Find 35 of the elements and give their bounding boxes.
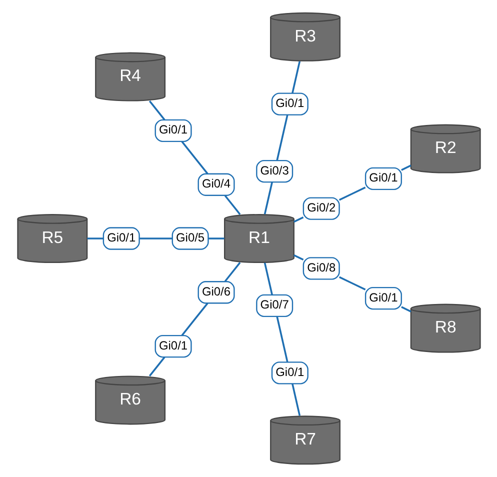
connector [338, 276, 366, 290]
connector [139, 238, 172, 240]
connector [293, 216, 304, 223]
connector [276, 316, 288, 362]
connector [180, 141, 208, 174]
node-box: Gi0/1 [102, 227, 140, 250]
connector [400, 164, 411, 171]
connector [276, 114, 288, 161]
connector [263, 182, 272, 214]
connector [224, 262, 240, 282]
node-box: Gi0/1 [154, 334, 192, 358]
node-box: Gi0/5 [171, 227, 208, 250]
node-box: Gi0/2 [302, 197, 340, 220]
node-box: Gi0/8 [302, 257, 340, 280]
connector [291, 384, 300, 416]
connector [263, 262, 272, 296]
node-box: Gi0/1 [364, 286, 402, 310]
connector [293, 254, 304, 261]
connector [338, 186, 366, 201]
connector [224, 195, 240, 215]
node-box: Gi0/1 [154, 119, 192, 142]
connector [291, 61, 300, 94]
connector [208, 238, 224, 240]
node-box: Gi0/7 [256, 294, 293, 318]
connector [86, 238, 103, 240]
connector [148, 356, 165, 377]
node-box: Gi0/1 [270, 362, 308, 384]
connector [400, 306, 411, 312]
node-box: Gi0/4 [197, 173, 234, 196]
connector [180, 302, 208, 336]
node-box: Gi0/6 [197, 281, 234, 304]
node-box: Gi0/1 [270, 92, 308, 116]
node-box: Gi0/1 [364, 167, 402, 190]
node-box: Gi0/3 [256, 160, 293, 183]
connector [148, 100, 165, 120]
